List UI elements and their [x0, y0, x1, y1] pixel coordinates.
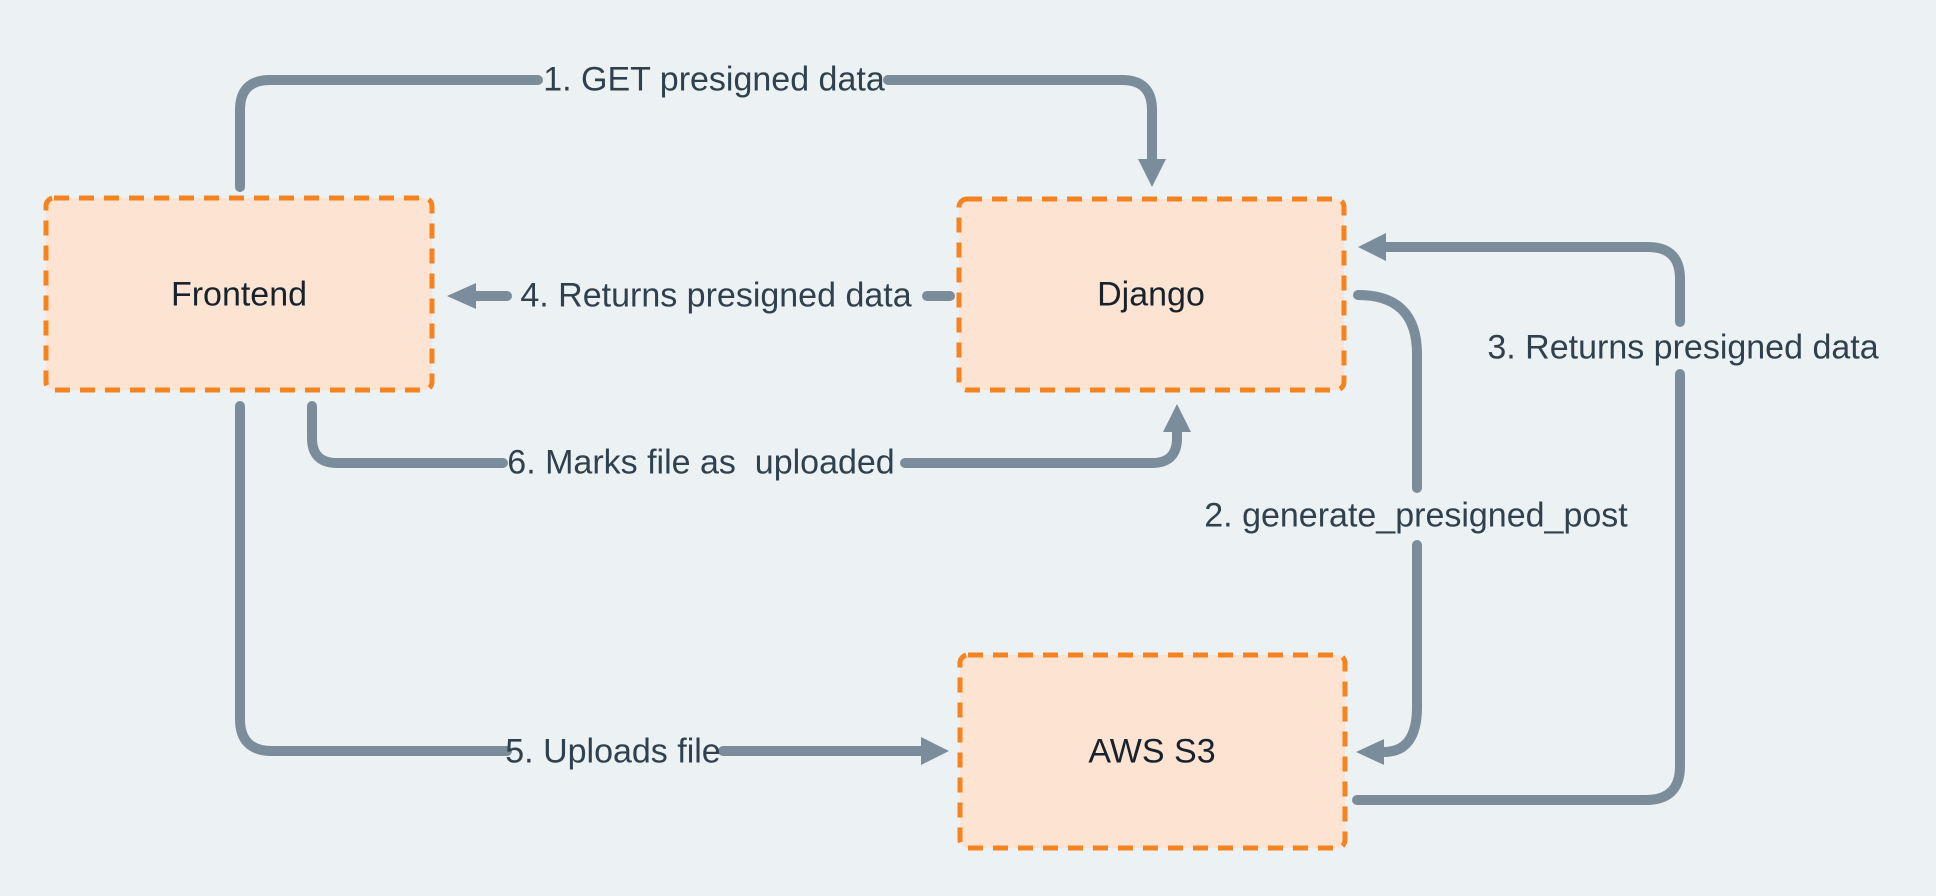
edge-3-line-bottom: [1352, 369, 1685, 805]
edge-1-label: 1. GET presigned data: [543, 60, 885, 99]
edge-3-arrowhead-left-icon: [1358, 233, 1386, 261]
edge-5-line-left: [235, 401, 512, 756]
django-node-box: [956, 196, 1347, 393]
edge-3-line-top: [1381, 242, 1685, 327]
edge-2-line-top: [1353, 290, 1422, 493]
frontend-node-box: [43, 195, 435, 393]
edge-2-label: 2. generate_presigned_post: [1204, 496, 1628, 535]
frontend-node-label: Frontend: [170, 275, 308, 314]
edge-3-label: 3. Returns presigned data: [1487, 328, 1879, 367]
edge-5-label: 5. Uploads file: [505, 732, 721, 771]
edge-6-arrowhead-up-icon: [1163, 404, 1191, 432]
edge-6-line-right: [900, 427, 1182, 468]
edge-5-arrowhead-right-icon: [921, 737, 949, 765]
aws-s3-node-label: AWS S3: [1088, 732, 1216, 771]
edge-1-line-right: [883, 75, 1157, 164]
aws-s3-node-box: [957, 652, 1348, 851]
edge-4-label: 4. Returns presigned data: [520, 276, 912, 315]
django-node-label: Django: [1097, 275, 1205, 314]
edge-2-arrowhead-left-icon: [1356, 739, 1384, 765]
edge-1-arrowhead-down-icon: [1138, 159, 1166, 187]
edge-6-label: 6. Marks file as uploaded: [507, 443, 895, 482]
edge-1-line-left: [235, 75, 543, 192]
edge-4-arrowhead-left-icon: [447, 283, 476, 309]
edge-2-line-bottom: [1379, 540, 1422, 757]
edge-6-line-left: [307, 401, 508, 468]
